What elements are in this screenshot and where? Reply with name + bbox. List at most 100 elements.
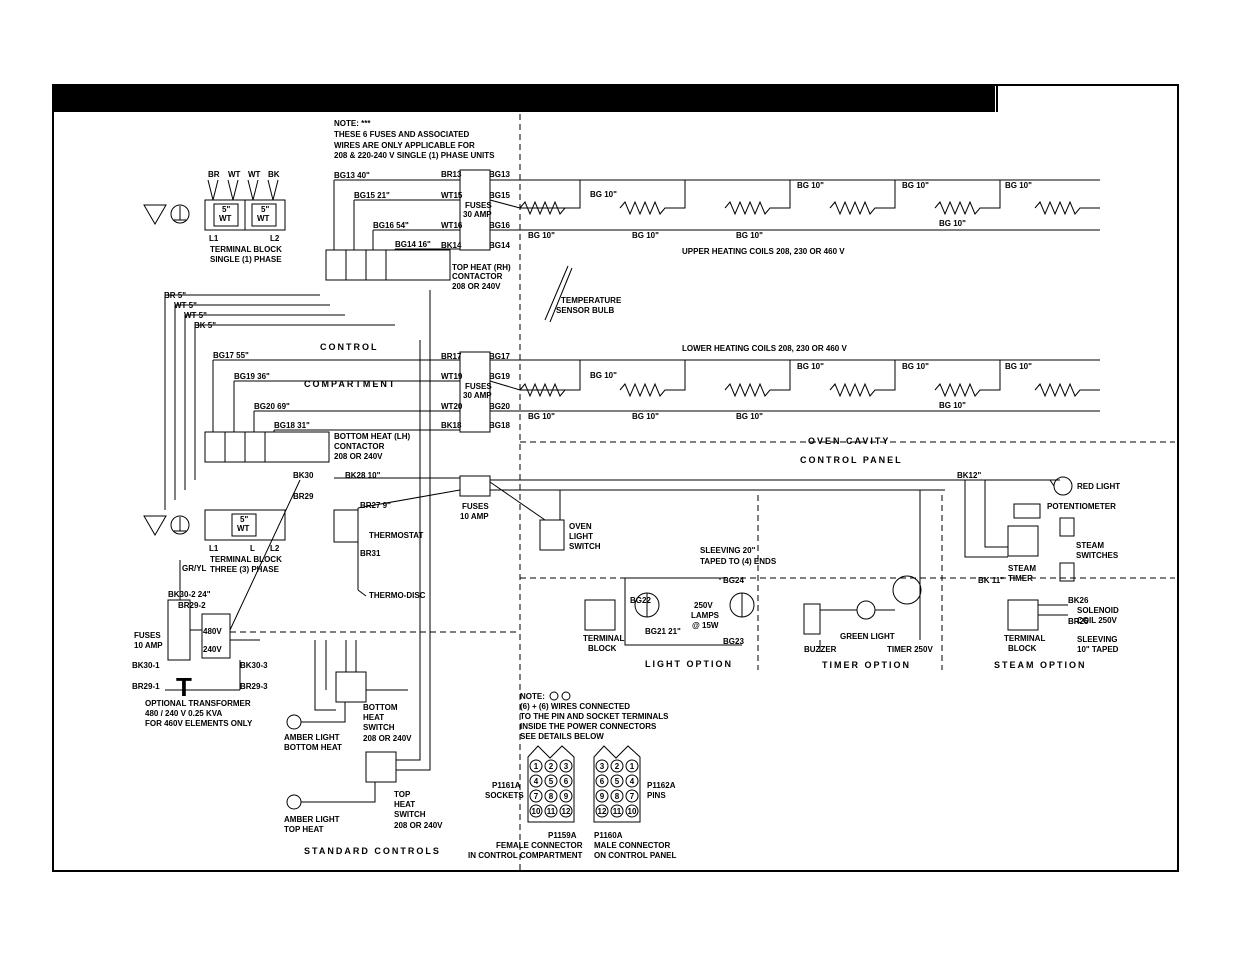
control-panel-label: CONTROL PANEL bbox=[800, 455, 903, 465]
svg-text:BG15: BG15 bbox=[489, 191, 510, 200]
svg-text:BOTTOM HEAT: BOTTOM HEAT bbox=[284, 743, 342, 752]
pin-number: 12 bbox=[598, 807, 607, 816]
svg-text:THREE (3) PHASE: THREE (3) PHASE bbox=[210, 565, 280, 574]
svg-text:OPTIONAL TRANSFORMER: OPTIONAL TRANSFORMER bbox=[145, 699, 251, 708]
svg-text:208 OR 240V: 208 OR 240V bbox=[363, 734, 412, 743]
wire-label-bg20: BG20 69" bbox=[254, 402, 290, 411]
wire-label-bg17: BG17 55" bbox=[213, 351, 249, 360]
svg-text:FUSES: FUSES bbox=[465, 201, 492, 210]
pin-circle bbox=[595, 774, 609, 788]
svg-text:HEAT: HEAT bbox=[363, 713, 384, 722]
socket-number: 12 bbox=[562, 807, 571, 816]
svg-text:NOTE:: NOTE: bbox=[520, 692, 545, 701]
svg-text:BG19: BG19 bbox=[489, 372, 510, 381]
socket-number: 6 bbox=[564, 777, 569, 786]
svg-text:HEAT: HEAT bbox=[394, 800, 415, 809]
svg-text:BR25: BR25 bbox=[1068, 617, 1089, 626]
socket-number: 8 bbox=[549, 792, 554, 801]
svg-text:LIGHT OPTION: LIGHT OPTION bbox=[645, 659, 733, 669]
svg-text:480V: 480V bbox=[203, 627, 222, 636]
svg-text:P1162A: P1162A bbox=[647, 781, 676, 790]
svg-text:BOTTOM: BOTTOM bbox=[363, 703, 398, 712]
svg-text:480 / 240 V 0.25 KVA: 480 / 240 V 0.25 KVA bbox=[145, 709, 222, 718]
svg-text:BG 10": BG 10" bbox=[736, 412, 763, 421]
socket-circle bbox=[529, 759, 543, 773]
svg-text:TIMER: TIMER bbox=[1008, 574, 1033, 583]
svg-text:BG20: BG20 bbox=[489, 402, 510, 411]
svg-text:T: T bbox=[176, 672, 192, 702]
pin-number: 9 bbox=[600, 792, 605, 801]
svg-text:BG17: BG17 bbox=[489, 352, 510, 361]
svg-text:SWITCH: SWITCH bbox=[394, 810, 426, 819]
svg-text:BOTTOM HEAT (LH): BOTTOM HEAT (LH) bbox=[334, 432, 410, 441]
title-bar bbox=[54, 86, 995, 112]
svg-text:BG21 21": BG21 21" bbox=[645, 627, 681, 636]
svg-text:L2: L2 bbox=[270, 544, 280, 553]
socket-number: 9 bbox=[564, 792, 569, 801]
pin-circle bbox=[610, 774, 624, 788]
svg-text:BG 10": BG 10" bbox=[939, 219, 966, 228]
svg-text:BR29-1: BR29-1 bbox=[132, 682, 160, 691]
svg-text:TERMINAL: TERMINAL bbox=[1004, 634, 1045, 643]
svg-text:SLEEVING 20": SLEEVING 20" bbox=[700, 546, 756, 555]
pin-circle bbox=[610, 789, 624, 803]
wire-label-br5: BR 5" bbox=[164, 291, 186, 300]
svg-text:TERMINAL BLOCK: TERMINAL BLOCK bbox=[210, 555, 282, 564]
svg-text:AMBER LIGHT: AMBER LIGHT bbox=[284, 733, 340, 742]
svg-text:(6) + (6) WIRES CONNECTED: (6) + (6) WIRES CONNECTED bbox=[520, 702, 630, 711]
wire-label-bg16: BG16 54" bbox=[373, 221, 409, 230]
svg-text:THERMOSTAT: THERMOSTAT bbox=[369, 531, 423, 540]
svg-text:BG16: BG16 bbox=[489, 221, 510, 230]
svg-text:BG 10": BG 10" bbox=[1005, 362, 1032, 371]
svg-text:THESE 6 FUSES AND ASSOCIATED: THESE 6 FUSES AND ASSOCIATED bbox=[334, 130, 470, 139]
svg-text:BR29-3: BR29-3 bbox=[240, 682, 268, 691]
svg-text:MALE CONNECTOR: MALE CONNECTOR bbox=[594, 841, 671, 850]
optional-transformer: FUSES 10 AMP 480V 240V GR/YL BK30-2 24" … bbox=[132, 479, 301, 728]
pin-circle bbox=[595, 759, 609, 773]
steam-option: RED LIGHT POTENTIOMETER STEAM TIMER STEA… bbox=[964, 476, 1120, 670]
svg-text:208 OR 240V: 208 OR 240V bbox=[394, 821, 443, 830]
svg-text:BG 10": BG 10" bbox=[528, 412, 555, 421]
wire-label-bg18: BG18 31" bbox=[274, 421, 310, 430]
pin-circle bbox=[610, 759, 624, 773]
svg-text:AMBER LIGHT: AMBER LIGHT bbox=[284, 815, 340, 824]
svg-text:TAPED TO (4) ENDS: TAPED TO (4) ENDS bbox=[700, 557, 777, 566]
svg-text:TIMER 250V: TIMER 250V bbox=[887, 645, 933, 654]
svg-text:POTENTIOMETER: POTENTIOMETER bbox=[1047, 502, 1116, 511]
svg-text:TOP: TOP bbox=[394, 790, 411, 799]
svg-text:RED LIGHT: RED LIGHT bbox=[1077, 482, 1120, 491]
socket-circle bbox=[529, 774, 543, 788]
socket-circle bbox=[559, 789, 573, 803]
socket-number: 4 bbox=[534, 777, 539, 786]
svg-text:FUSES: FUSES bbox=[465, 382, 492, 391]
svg-text:SEE DETAILS BELOW: SEE DETAILS BELOW bbox=[520, 732, 604, 741]
svg-text:WT15: WT15 bbox=[441, 191, 463, 200]
svg-text:@ 15W: @ 15W bbox=[692, 621, 719, 630]
svg-text:SWITCH: SWITCH bbox=[363, 723, 395, 732]
svg-text:10" TAPED: 10" TAPED bbox=[1077, 645, 1119, 654]
svg-text:BK30-3: BK30-3 bbox=[240, 661, 268, 670]
svg-text:COIL 250V: COIL 250V bbox=[1077, 616, 1118, 625]
svg-text:FOR 460V ELEMENTS ONLY: FOR 460V ELEMENTS ONLY bbox=[145, 719, 253, 728]
svg-text:LAMPS: LAMPS bbox=[691, 611, 720, 620]
control-label: CONTROL bbox=[320, 342, 379, 352]
svg-text:BR29: BR29 bbox=[293, 492, 314, 501]
pin-circle bbox=[625, 804, 639, 818]
pin-circle bbox=[625, 774, 639, 788]
svg-text:BR27 9": BR27 9" bbox=[360, 501, 391, 510]
main-supply-wires bbox=[164, 294, 395, 510]
svg-text:208 & 220-240 V SINGLE (1) PHA: 208 & 220-240 V SINGLE (1) PHASE UNITS bbox=[334, 151, 495, 160]
svg-text:BK30-1: BK30-1 bbox=[132, 661, 160, 670]
socket-number: 3 bbox=[564, 762, 569, 771]
svg-text:BG 10": BG 10" bbox=[797, 362, 824, 371]
svg-text:WT: WT bbox=[257, 214, 270, 223]
svg-text:SINGLE (1) PHASE: SINGLE (1) PHASE bbox=[210, 255, 282, 264]
pin-number: 7 bbox=[630, 792, 635, 801]
svg-text:BR17: BR17 bbox=[441, 352, 462, 361]
lower-heating-coils: BG 10" BG 10" BG 10" BG 10" BG 10" BG 10… bbox=[489, 344, 1100, 421]
svg-text:BR29-2: BR29-2 bbox=[178, 601, 206, 610]
socket-circle bbox=[559, 774, 573, 788]
socket-number: 7 bbox=[534, 792, 539, 801]
svg-text:L2: L2 bbox=[270, 234, 280, 243]
